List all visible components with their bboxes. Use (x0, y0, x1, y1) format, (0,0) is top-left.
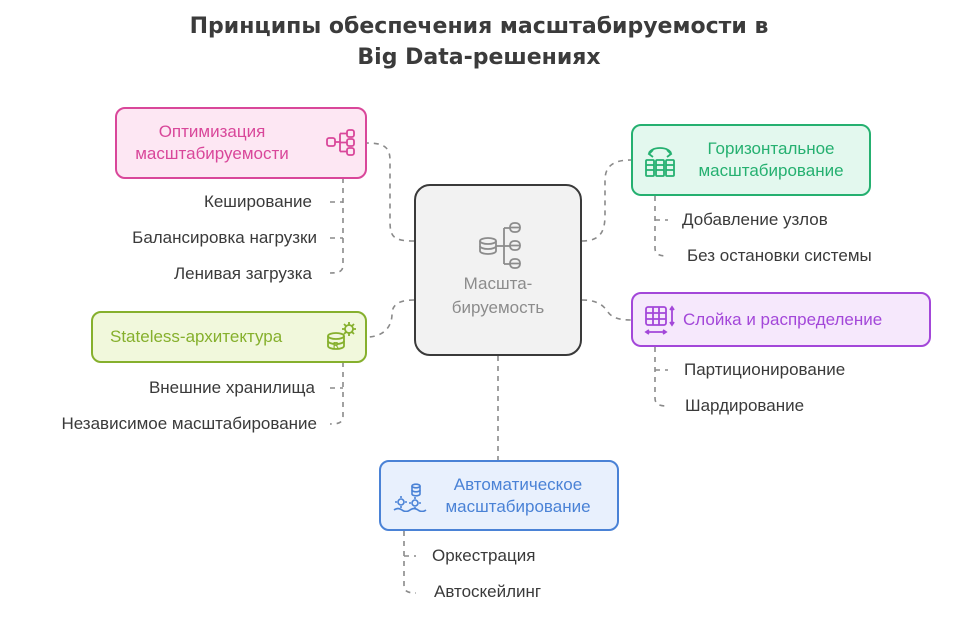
connector-horizontal (581, 159, 632, 242)
sharding-item-1: Партиционирование (684, 360, 846, 379)
connector-opt-items (329, 178, 344, 274)
connector-sharding (581, 299, 632, 321)
horizontal-item-1: Добавление узлов (682, 210, 828, 229)
connector-optimization (366, 142, 415, 242)
node-horizontal-label: Горизонтальное масштабирование (681, 138, 861, 182)
node-optimization: Оптимизация масштабируемости (115, 107, 367, 179)
center-node: Масшта- бируемость (414, 184, 582, 356)
connector-sharding-items (654, 347, 669, 407)
auto-item-1: Оркестрация (432, 546, 536, 565)
diagram-title: Принципы обеспечения масштабируемости в … (0, 11, 958, 73)
connector-stateless (366, 299, 415, 338)
node-sharding: Слойка и распределение (631, 292, 931, 347)
database-gear-icon: R (327, 322, 356, 350)
node-horizontal-line-2: масштабирование (698, 161, 844, 180)
node-auto-line-1: Автоматическое (453, 474, 583, 494)
optimization-item-1: Кеширование (203, 192, 312, 211)
server-refresh-icon (645, 147, 675, 177)
optimization-item-2: Балансировка нагрузки (132, 228, 317, 247)
network-flow-icon (326, 129, 355, 156)
connector-horizontal-items (654, 196, 669, 257)
node-horizontal-line-1: Горизонтальное (707, 139, 835, 158)
node-auto-label: Автоматическое масштабирование (427, 474, 609, 518)
connector-stateless-items (329, 362, 344, 425)
optimization-item-3: Ленивая загрузка (174, 264, 312, 283)
stateless-item-2: Независимое масштабирование (61, 414, 317, 433)
node-optimization-line-1: Оптимизация (158, 122, 266, 141)
node-horizontal: Горизонтальное масштабирование (631, 124, 871, 196)
table-resize-icon (644, 305, 675, 335)
auto-scale-database-icon (393, 483, 427, 512)
node-auto-line-2: масштабирование (445, 496, 591, 516)
svg-text:R: R (333, 341, 339, 350)
title-line-2: Big Data-решениях (357, 45, 601, 70)
node-auto: Автоматическое масштабирование (379, 460, 619, 531)
horizontal-item-2: Без остановки системы (687, 246, 872, 265)
title-line-1: Принципы обеспечения масштабируемости в (189, 14, 769, 39)
sharding-item-2: Шардирование (685, 396, 805, 415)
center-label: Масшта- бируемость (416, 272, 580, 320)
node-stateless-label: Stateless-архитектура (110, 327, 283, 346)
node-sharding-label: Слойка и распределение (683, 309, 883, 329)
database-cluster-icon (479, 222, 521, 269)
auto-item-2: Автоскейлинг (434, 582, 542, 601)
node-optimization-label: Оптимизация масштабируемости (117, 121, 307, 165)
connector-auto-items (403, 531, 417, 594)
center-label-line-2: бируемость (451, 298, 545, 317)
node-stateless: Stateless-архитектура R (91, 311, 367, 363)
center-label-line-1: Масшта- (463, 274, 533, 293)
stateless-item-1: Внешние хранилища (148, 378, 315, 397)
node-optimization-line-2: масштабируемости (135, 144, 289, 163)
